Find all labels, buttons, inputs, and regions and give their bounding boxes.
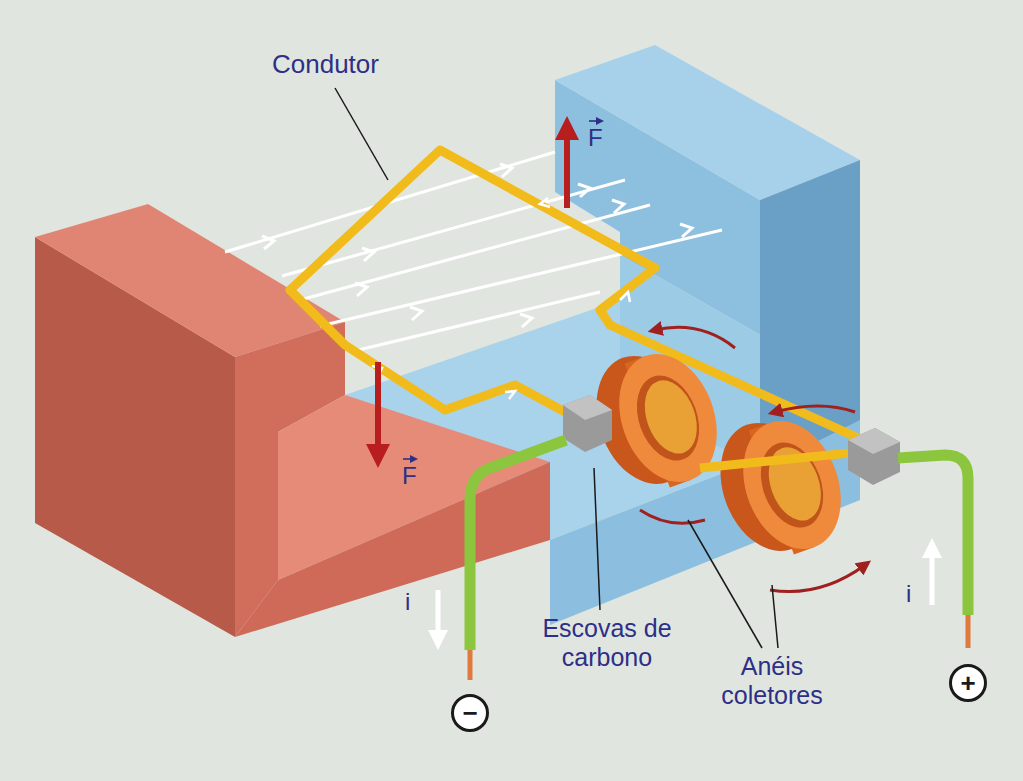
collector-rings bbox=[579, 335, 880, 571]
part-label: F bbox=[588, 124, 603, 152]
rotation-arrows bbox=[640, 327, 865, 591]
polarity-sign: + bbox=[960, 670, 975, 696]
wires bbox=[470, 440, 968, 680]
force-arrows bbox=[378, 128, 567, 456]
part-label: i bbox=[906, 580, 911, 608]
vector-arrows bbox=[403, 121, 600, 459]
leader-lines bbox=[335, 88, 778, 648]
current-arrows bbox=[372, 198, 630, 399]
part-label: Anéis coletores bbox=[705, 652, 840, 710]
part-label: i bbox=[405, 588, 410, 616]
carbon-brushes bbox=[563, 395, 900, 485]
terminal-sign: + bbox=[949, 664, 987, 702]
part-label: Condutor bbox=[272, 50, 379, 80]
polarity-sign: − bbox=[462, 700, 477, 726]
part-label: Escovas de carbono bbox=[525, 614, 690, 672]
terminal-sign: − bbox=[451, 694, 489, 732]
field-lines bbox=[225, 152, 722, 352]
part-label: F bbox=[402, 462, 417, 490]
current-direction-arrows bbox=[438, 548, 932, 640]
